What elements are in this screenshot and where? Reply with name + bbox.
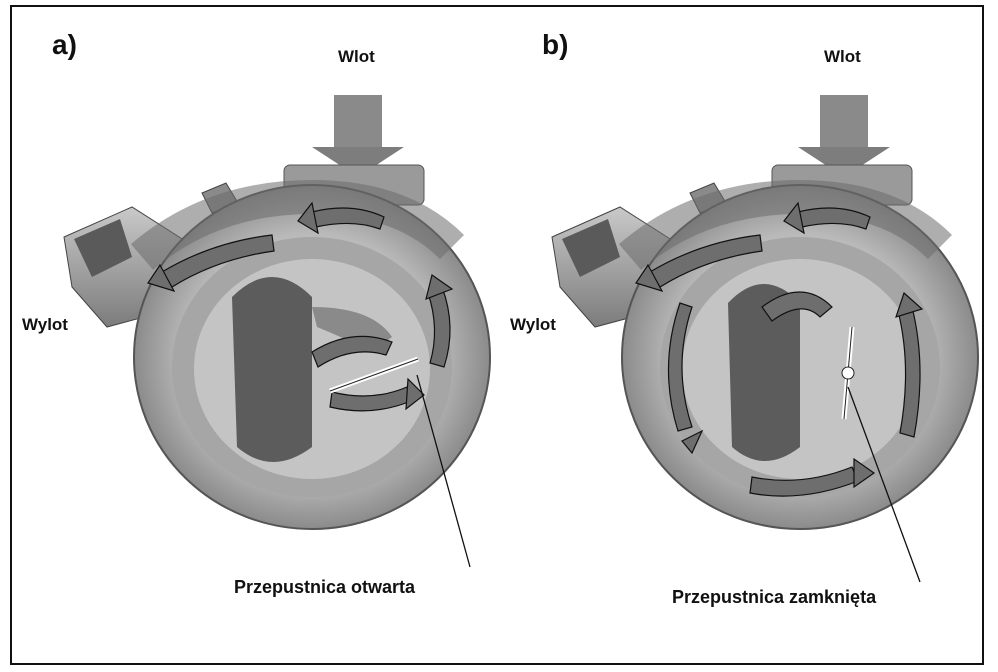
outlet-label: Wylot [510,315,556,335]
intake-diagram-closed [502,7,992,667]
panel-letter: b) [542,29,568,61]
panel-a: a) Wlot Wylot Przepustnica otwarta [12,7,502,667]
panel-b: b) Wlot Wylot Przepustnica zamknięta [502,7,992,667]
throttle-callout: Przepustnica otwarta [234,577,415,598]
outlet-label: Wylot [22,315,68,335]
inlet-label: Wlot [338,47,375,67]
inlet-label: Wlot [824,47,861,67]
figure-frame: a) Wlot Wylot Przepustnica otwarta [10,5,984,665]
throttle-pivot [842,367,854,379]
throttle-callout: Przepustnica zamknięta [672,587,876,608]
panel-letter: a) [52,29,77,61]
intake-diagram-open [12,7,502,667]
